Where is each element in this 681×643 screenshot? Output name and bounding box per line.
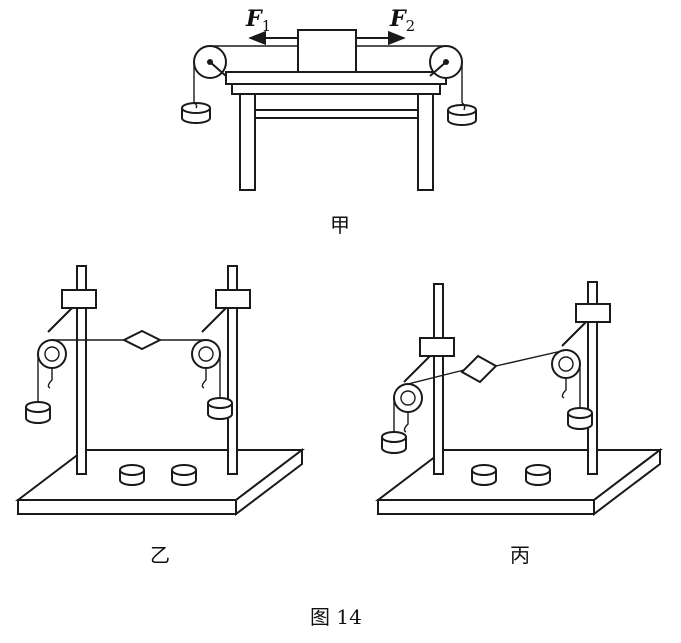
figure-caption: 图 14 — [310, 605, 362, 629]
clamp-bing-right — [575, 303, 611, 323]
weight-bing-base-2 — [525, 464, 551, 486]
table-leg-right — [417, 93, 434, 191]
setup-bing: 丙 — [375, 281, 663, 567]
force-label-f1: F — [245, 6, 263, 32]
weight-bing-base-1 — [471, 464, 497, 486]
rod-right — [227, 265, 238, 475]
label-yi: 乙 — [150, 543, 170, 567]
weight-right — [447, 102, 477, 126]
setup-jia: F1 F2 甲 — [181, 6, 477, 237]
weight-bing-left — [381, 431, 407, 454]
weight-yi-base-2 — [171, 464, 197, 486]
table-leg-left — [239, 93, 256, 191]
ring-yi — [121, 329, 163, 351]
force-sub-f1: 1 — [262, 17, 272, 35]
svg-text:F1: F1 — [245, 6, 271, 35]
setup-yi: 乙 — [15, 265, 305, 567]
table-top — [225, 71, 447, 85]
rod-bing-left — [433, 283, 444, 475]
clamp-left — [61, 289, 97, 309]
weight-yi-left — [25, 401, 51, 424]
force-sub-f2: 2 — [406, 17, 416, 35]
weight-yi-right — [207, 397, 233, 420]
rod-bing-right — [587, 281, 598, 475]
label-jia: 甲 — [330, 213, 350, 237]
pulley-yi-right — [191, 339, 221, 369]
svg-text:F2: F2 — [389, 6, 415, 35]
weight-left — [181, 102, 211, 124]
ring-bing — [460, 354, 498, 384]
pulley-bing-right — [551, 349, 581, 379]
clamp-right — [215, 289, 251, 309]
weight-yi-base-1 — [119, 464, 145, 486]
clamp-bing-left — [419, 337, 455, 357]
table-crossbar — [254, 109, 419, 119]
wooden-block — [297, 29, 357, 73]
label-bing: 丙 — [510, 543, 530, 567]
pulley-bing-left — [393, 383, 423, 413]
pulley-yi-left — [37, 339, 67, 369]
weight-bing-right — [567, 407, 593, 430]
table-apron — [231, 83, 441, 95]
force-label-f2: F — [389, 6, 407, 32]
rod-left — [76, 265, 87, 475]
